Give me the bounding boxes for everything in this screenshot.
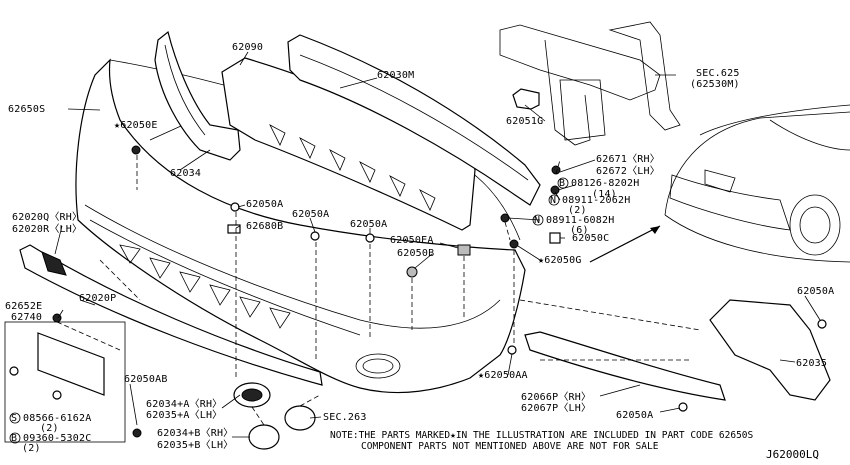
label-sec625-sub: (62530M) [690, 79, 740, 90]
label-62050A-1: 62050A [246, 199, 284, 210]
label-62050A-3: 62050A [350, 219, 388, 230]
nut-62050B [406, 266, 418, 278]
label-62652E: 62652E [5, 301, 43, 312]
clip-62050AB [132, 428, 142, 438]
label-62020P: 62020P [79, 293, 117, 304]
note-line-2: COMPONENT PARTS NOT MENTIONED ABOVE ARE … [361, 441, 659, 452]
label-62050A-4: 62050A [797, 286, 835, 297]
label-62035A: 62035+A〈LH〉 [146, 410, 223, 421]
label-62090: 62090 [232, 42, 264, 53]
circle-N-2: N [534, 215, 541, 226]
label-62020Q: 62020Q〈RH〉 [12, 212, 83, 223]
label-62050A-2: 62050A [292, 209, 330, 220]
bumper-lower-lip [89, 219, 361, 336]
license-plate-box [4, 321, 126, 443]
vehicle-front-view [664, 104, 850, 263]
label-62034A: 62034+A〈RH〉 [146, 399, 223, 410]
label-62050B: 62050B [397, 248, 435, 259]
label-08566-qty: (2) [40, 423, 59, 434]
label-62035B: 62035+B〈LH〉 [157, 440, 234, 451]
side-bracket-62034 [154, 30, 241, 161]
label-08126: 08126-8202H [571, 178, 640, 189]
label-62650S: 62650S [8, 104, 46, 115]
splash-guard-62035 [709, 299, 831, 401]
side-marker-62020Q [41, 251, 67, 276]
clip-62050AA [507, 345, 517, 355]
circle-B-2: B [11, 433, 18, 444]
label-08911-6082-qty: (6) [570, 225, 589, 236]
bumper-reinforcement-62030M [287, 34, 541, 206]
fog-lamp-opening [355, 353, 401, 379]
license-plate-bracket-62740 [37, 332, 105, 396]
label-62672: 62672〈LH〉 [596, 166, 660, 177]
hook-62051G [512, 88, 540, 110]
label-62035: 62035 [796, 358, 828, 369]
label-62050C: 62050C [572, 233, 610, 244]
clip-62050A-5 [678, 402, 688, 412]
label-62034B: 62034+B〈RH〉 [157, 428, 234, 439]
fog-lamp-opening-inner [362, 358, 394, 374]
label-62020R: 62020R〈LH〉 [12, 224, 83, 235]
label-08126-qty: (14) [592, 189, 617, 200]
bumper-fascia [75, 58, 526, 394]
label-62680B: 62680B [246, 221, 284, 232]
label-62030M: 62030M [377, 70, 415, 81]
label-62050A-5: 62050A [616, 410, 654, 421]
label-62034: 62034 [170, 168, 202, 179]
clip-62050A-4 [817, 319, 827, 329]
note-line-1: NOTE:THE PARTS MARKED★IN THE ILLUSTRATIO… [330, 430, 754, 441]
clip-62050G [509, 239, 519, 249]
side-bracket-ridge [164, 44, 206, 136]
label-09360-qty: (2) [22, 443, 41, 454]
fog-lamp-lens [241, 388, 263, 402]
diagram-code: J62000LQ [766, 448, 819, 461]
label-62051G: 62051G [506, 116, 544, 127]
fog-lamp-bezel-62034B [248, 424, 280, 450]
bolt-08126 [550, 185, 560, 195]
circle-N-1: N [550, 195, 557, 206]
nut-08911 [500, 213, 510, 223]
retainer-slots [269, 124, 436, 211]
screw-08566 [9, 366, 19, 376]
clip-62050C [549, 232, 561, 244]
label-08911-2062-qty: (2) [568, 205, 587, 216]
label-08911-2062: 08911-2062H [562, 195, 631, 206]
clip-62680B [227, 224, 241, 234]
assembly-dashed-lines [56, 155, 701, 426]
bumper-grille-teeth [119, 244, 291, 329]
label-62740: 62740 [11, 312, 43, 323]
label-62067P: 62067P〈LH〉 [521, 403, 592, 414]
label-09360: 09360-5302C [23, 433, 92, 444]
lower-spoiler-62020P [19, 244, 323, 386]
screw-09360 [52, 390, 62, 400]
label-62066P: 62066P〈RH〉 [521, 392, 592, 403]
clip-62050EA [457, 244, 471, 256]
label-62050G: ★62050G [538, 255, 582, 266]
label-sec625: SEC.625 [696, 68, 740, 79]
radiator-core-support [499, 21, 681, 146]
leader-lines [54, 51, 821, 438]
lower-trim-62066P [524, 331, 726, 401]
label-62671: 62671〈RH〉 [596, 154, 660, 165]
circled-markers [9, 177, 569, 444]
label-62050AA: ★62050AA [478, 370, 528, 381]
clip-62050A-1 [230, 202, 240, 212]
clip-62050E [131, 145, 141, 155]
label-08911-6082: 08911-6082H [546, 215, 615, 226]
clip-62050A-2 [310, 231, 320, 241]
bumper-lower-grille-outline [84, 204, 501, 329]
label-sec263: SEC.263 [323, 412, 367, 423]
vehicle-pointer-arrowhead [650, 226, 660, 234]
reinforcement-ridge [299, 54, 529, 181]
label-62050E: ★62050E [114, 120, 158, 131]
circle-B-1: B [559, 178, 566, 189]
label-62050AB: 62050AB [124, 374, 168, 385]
vehicle-pointer-arrow [589, 225, 661, 263]
circle-S: S [11, 413, 18, 424]
clip-62050A-3 [365, 233, 375, 243]
label-62050EA: 62050EA [390, 235, 434, 246]
label-08566: 08566-6162A [23, 413, 92, 424]
